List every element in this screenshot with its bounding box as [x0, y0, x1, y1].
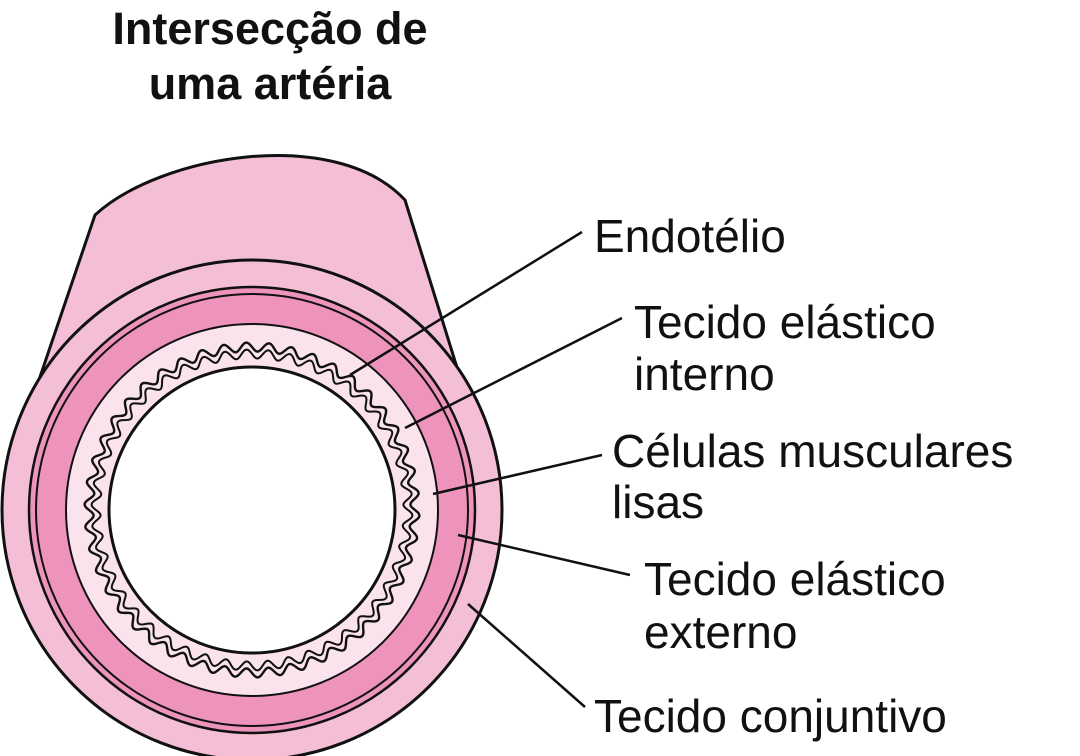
leader-elastico-interno [404, 316, 623, 430]
leader-endotelio [349, 230, 583, 377]
leader-elastico-externo [457, 533, 631, 577]
endothelium-lumen [107, 365, 397, 655]
label-musculares-line-2: lisas [612, 476, 704, 528]
leader-conjuntivo [467, 603, 586, 708]
title-line-2: uma artéria [149, 58, 393, 109]
label-conjuntivo: Tecido conjuntivo [594, 690, 947, 742]
label-elastico-externo-line-2: externo [644, 606, 797, 658]
label-elastico-interno-line-1: Tecido elástico [634, 296, 936, 348]
external-elastic-inner-line [35, 293, 469, 727]
label-elastico-externo-line-1: Tecido elástico [644, 553, 946, 605]
internal-elastic-wavy-inner [90, 348, 414, 672]
internal-elastic-wavy-outer [83, 341, 421, 679]
label-elastico-interno-line-2: interno [634, 348, 775, 400]
label-endotelio: Endotélio [594, 210, 786, 262]
label-musculares-line-1: Células musculares [612, 425, 1013, 477]
leader-musculares [432, 453, 603, 496]
title-line-1: Intersecção de [112, 3, 427, 54]
